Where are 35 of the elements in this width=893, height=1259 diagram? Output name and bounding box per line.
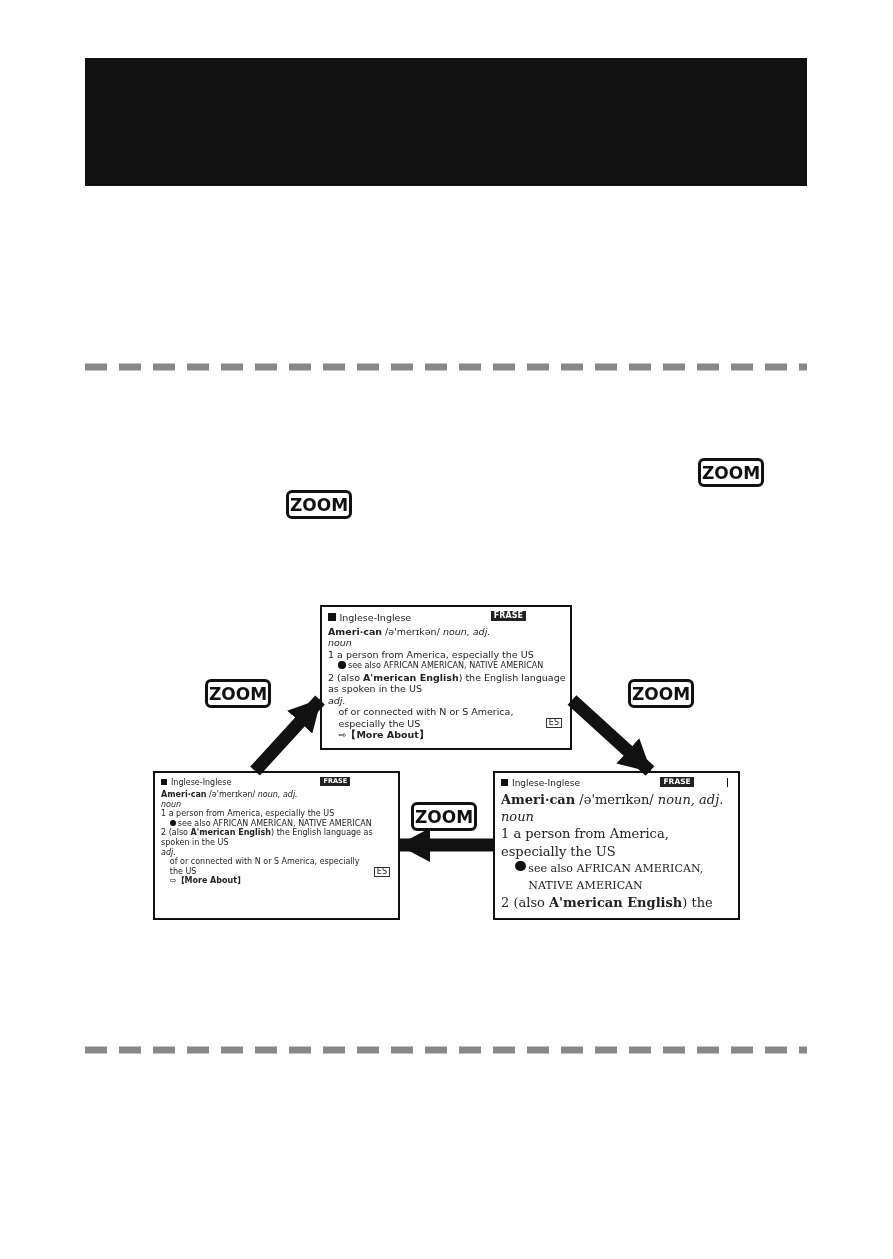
screen-title: Inglese-Inglese [339, 612, 412, 623]
cross-reference: see also AFRICAN AMERICAN, NATIVE AMERICAN [347, 660, 545, 672]
key-label: ZOOM [205, 679, 271, 708]
cross-reference: see also AFRICAN AMERICAN, NATIVE AMERICAN [528, 860, 705, 894]
mode-badge: ES [373, 866, 390, 877]
key-label: ZOOM [411, 802, 477, 831]
entry-text: of or connected with N or S America, especially the US [169, 857, 361, 876]
entry-text: Ameri·can /ə'merɪkən/ noun, adj. [328, 625, 492, 637]
dictionary-screen [320, 605, 572, 750]
entry-text: noun [501, 808, 535, 826]
entry-text: adj. [328, 694, 347, 706]
entry-text: Ameri·can /ə'merɪkən/ noun, adj. [501, 791, 725, 809]
entry-text: noun [161, 799, 183, 809]
entry-text: 1 a person from America, especially the US [501, 825, 670, 860]
arrow [567, 695, 655, 776]
entry-text: ⇨【More About】 [169, 876, 247, 886]
cross-reference: see also AFRICAN AMERICAN, NATIVE AMERICAN [177, 818, 373, 828]
arrow [250, 695, 325, 776]
dictionary-screen [493, 771, 740, 920]
entry-text: 1 a person from America, especially the US [161, 809, 336, 819]
screen-title: Inglese-Inglese [512, 778, 580, 788]
entry-text: 1 a person from America, especially the US [328, 648, 535, 660]
entry-text: noun [328, 637, 353, 649]
key-symbol: ZOOM [286, 490, 352, 519]
entry-text: ⇨【More About】 [338, 729, 430, 741]
dictionary-screen [153, 771, 400, 920]
entry-text: 2 (also A'merican English) the [501, 894, 714, 912]
entry-text: Ameri·can /ə'merɪkən/ noun, adj. [161, 790, 299, 800]
entry-text: of or connected with N or S America, especially the US [338, 706, 515, 729]
key-label: ZOOM [628, 679, 694, 708]
mode-badge: ES [545, 717, 562, 728]
entry-text: adj. [161, 847, 177, 858]
screen-title: Inglese-Inglese [171, 778, 232, 787]
mode-badge: FRASE [490, 611, 526, 621]
key-symbol: ZOOM [698, 458, 764, 487]
